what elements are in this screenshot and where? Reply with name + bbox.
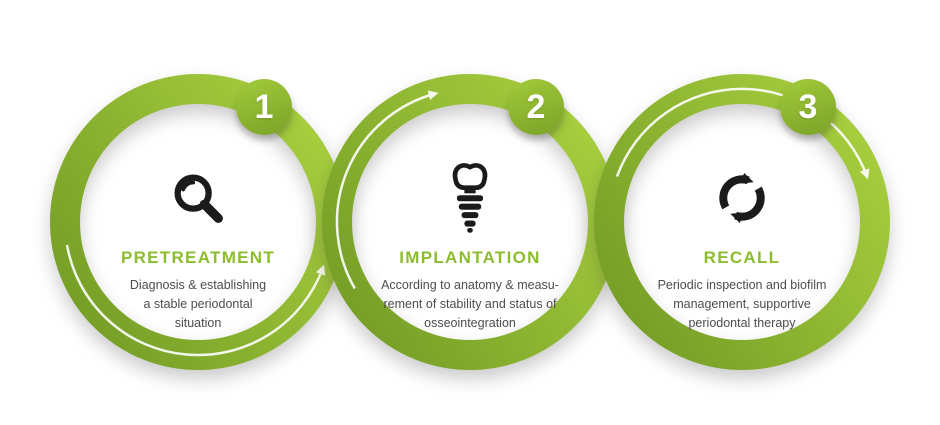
flow-arrow <box>615 87 870 180</box>
step-description: Periodic inspection and biofilm manageme… <box>657 278 827 330</box>
flow-arrow <box>65 244 326 357</box>
step-title: PRETREATMENT <box>120 248 276 267</box>
step-implantation: 2 IMPLANTATION According to anatomy & me… <box>320 72 620 372</box>
step-number-badge: 2 <box>508 79 564 135</box>
step-number-badge: 3 <box>780 79 836 135</box>
flow-arrow <box>335 90 439 290</box>
step-number: 2 <box>526 88 546 126</box>
step-title: RECALL <box>703 248 781 267</box>
step-ring <box>594 74 890 370</box>
step-pretreatment: 1 PRETREATMENT Diagnosis & establishing … <box>48 72 348 372</box>
step-content: PRETREATMENT Diagnosis & establishing a … <box>73 152 323 332</box>
step-number: 3 <box>798 88 818 126</box>
step-description: According to anatomy & measu- rement of … <box>381 278 559 330</box>
step-content: IMPLANTATION According to anatomy & meas… <box>345 152 595 332</box>
step-content: RECALL Periodic inspection and biofilm m… <box>617 152 867 332</box>
step-recall: 3 RECALL Periodic inspection and biofilm… <box>592 72 892 372</box>
step-description: Diagnosis & establishing a stable period… <box>129 278 267 330</box>
step-number-badge: 1 <box>236 79 292 135</box>
step-title: IMPLANTATION <box>399 248 541 267</box>
magnifier-icon <box>73 152 323 244</box>
implant-icon <box>345 152 595 244</box>
step-number: 1 <box>254 88 274 126</box>
recall-icon <box>617 152 867 244</box>
